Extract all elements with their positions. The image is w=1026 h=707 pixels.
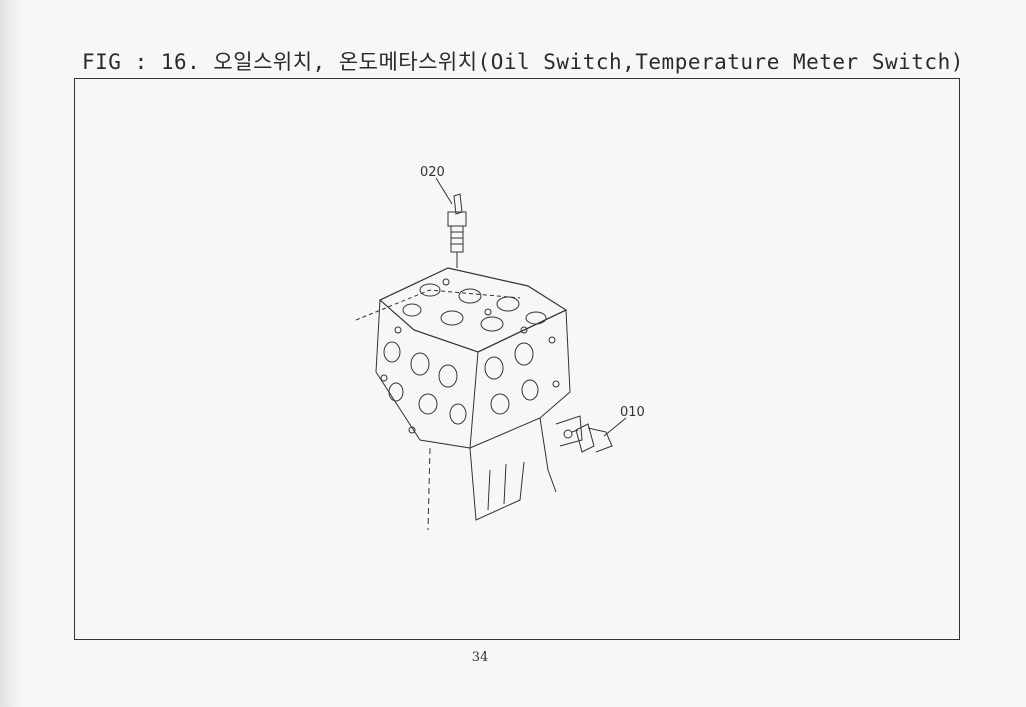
callout-010: 010 [620, 405, 645, 420]
scan-edge [0, 0, 22, 707]
oil-switch [563, 423, 613, 453]
temperature-meter-switch [447, 193, 467, 268]
callout-020: 020 [420, 165, 445, 180]
cylinder-head-drawing [355, 267, 583, 531]
figure-title: FIG : 16. 오일스위치, 온도메타스위치(Oil Switch,Temp… [82, 50, 964, 74]
page-number: 34 [471, 650, 489, 665]
leader-lines [435, 177, 627, 437]
figure-frame [74, 78, 960, 640]
